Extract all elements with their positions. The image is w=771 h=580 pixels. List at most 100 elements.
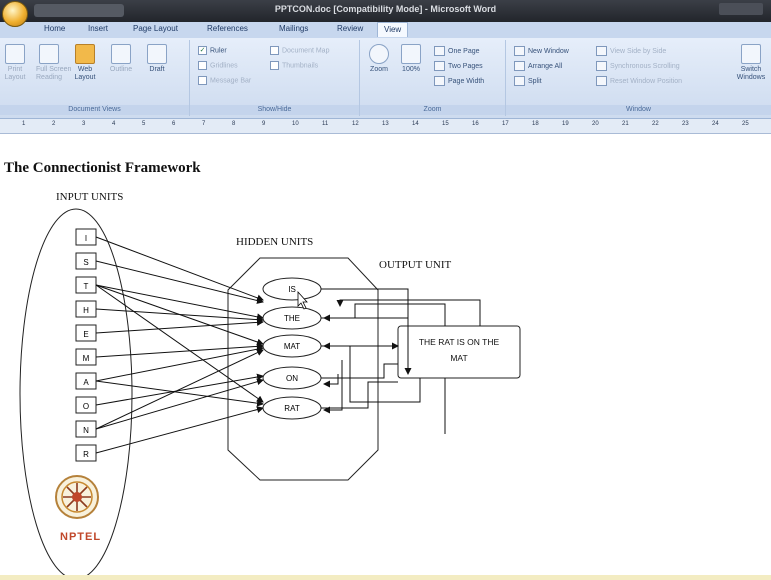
ruler-number: 17: [502, 121, 509, 127]
ruler-number: 23: [682, 121, 689, 127]
arrange-all-label: Arrange All: [528, 62, 563, 70]
group-show-hide: ✓Ruler Gridlines Message Bar Document Ma…: [190, 40, 360, 116]
sync-scroll-icon: [596, 61, 607, 71]
tab-page-layout[interactable]: Page Layout: [133, 24, 178, 33]
document-map-checkbox[interactable]: Document Map: [270, 46, 329, 55]
input-unit-label: N: [83, 426, 89, 435]
connection-line: [321, 288, 412, 375]
arrange-all-button[interactable]: Arrange All: [514, 61, 562, 71]
ruler-number: 4: [112, 121, 116, 127]
zoom-100-label: 100%: [402, 66, 420, 73]
ruler-number: 3: [82, 121, 86, 127]
one-page-button[interactable]: One Page: [434, 46, 480, 56]
zoom-100-button[interactable]: 100%: [398, 44, 424, 74]
gridlines-checkbox[interactable]: Gridlines: [198, 61, 238, 70]
magnifier-icon: [369, 44, 389, 64]
connectionist-diagram: INPUT UNITS HIDDEN UNITS OUTPUT UNIT THE…: [19, 191, 521, 580]
tab-insert[interactable]: Insert: [88, 24, 109, 33]
ruler-number: 10: [292, 121, 299, 127]
tab-review[interactable]: Review: [337, 24, 364, 33]
draft-icon: [147, 44, 167, 64]
window-group-label: Window: [506, 105, 771, 115]
outline-label: Outline: [109, 66, 133, 73]
side-by-side-label: View Side by Side: [610, 47, 667, 55]
ruler-number: 24: [712, 121, 719, 127]
ruler-checkbox[interactable]: ✓Ruler: [198, 46, 227, 55]
gridlines-label: Gridlines: [210, 62, 238, 70]
connection-line: [95, 236, 264, 302]
connection-line: [323, 303, 446, 326]
tab-mailings[interactable]: Mailings: [279, 24, 309, 33]
sync-scroll-label: Synchronous Scrolling: [610, 62, 680, 70]
two-pages-button[interactable]: Two Pages: [434, 61, 483, 71]
two-pages-icon: [434, 61, 445, 71]
document-map-check-icon: [270, 46, 279, 55]
input-unit-label: E: [83, 330, 88, 339]
split-button[interactable]: Split: [514, 76, 542, 86]
two-pages-label: Two Pages: [448, 62, 483, 70]
web-layout-button[interactable]: Web Layout: [72, 44, 98, 82]
outline-button[interactable]: Outline: [108, 44, 134, 74]
tab-references[interactable]: References: [207, 24, 248, 33]
nptel-logo-text: NPTEL: [60, 531, 102, 543]
ruler-number: 9: [262, 121, 266, 127]
zoom-button[interactable]: Zoom: [366, 44, 392, 74]
print-layout-icon: [5, 44, 25, 64]
group-document-views: Print Layout Full Screen Reading Web Lay…: [0, 40, 190, 116]
ruler-number: 16: [472, 121, 479, 127]
ruler-number: 20: [592, 121, 599, 127]
hidden-unit-label: MAT: [284, 342, 300, 351]
draft-button[interactable]: Draft: [144, 44, 170, 74]
outline-icon: [111, 44, 131, 64]
thumbnails-check-icon: [270, 61, 279, 70]
connection-line: [95, 284, 264, 321]
hidden-units-label: HIDDEN UNITS: [236, 236, 313, 248]
switch-windows-button[interactable]: Switch Windows: [734, 44, 768, 82]
quick-access-toolbar[interactable]: [34, 4, 124, 17]
zoom-group-label: Zoom: [360, 105, 505, 115]
output-unit-text-line2: MAT: [450, 353, 467, 363]
new-window-button[interactable]: New Window: [514, 46, 569, 56]
connection-line: [95, 342, 264, 358]
zoom-label: Zoom: [370, 66, 388, 73]
connection-line: [95, 345, 264, 382]
page-title: The Connectionist Framework: [4, 160, 201, 176]
switch-windows-label: Switch Windows: [736, 66, 766, 81]
tab-view[interactable]: View: [377, 22, 409, 37]
hidden-unit-label: ON: [286, 374, 298, 383]
thumbnails-checkbox[interactable]: Thumbnails: [270, 61, 318, 70]
ruler-number: 18: [532, 121, 539, 127]
connection-line: [95, 308, 264, 324]
arrange-all-icon: [514, 61, 525, 71]
switch-windows-icon: [741, 44, 761, 64]
full-screen-reading-button[interactable]: Full Screen Reading: [36, 44, 71, 82]
page-width-button[interactable]: Page Width: [434, 76, 484, 86]
print-layout-label: Print Layout: [4, 66, 26, 81]
ruler-number: 13: [382, 121, 389, 127]
tab-home[interactable]: Home: [44, 24, 66, 33]
view-side-by-side-button[interactable]: View Side by Side: [596, 46, 666, 56]
connection-line: [321, 381, 398, 409]
input-unit-label: R: [83, 450, 89, 459]
synchronous-scrolling-button[interactable]: Synchronous Scrolling: [596, 61, 680, 71]
print-layout-button[interactable]: Print Layout: [2, 44, 28, 82]
ruler-number: 1: [22, 121, 26, 127]
ruler-number: 7: [202, 121, 206, 127]
hidden-unit-label: RAT: [284, 404, 300, 413]
input-unit-label: H: [83, 306, 89, 315]
connection-line: [95, 260, 264, 304]
ruler-number: 6: [172, 121, 176, 127]
message-bar-checkbox[interactable]: Message Bar: [198, 76, 251, 85]
reset-window-position-button[interactable]: Reset Window Position: [596, 76, 682, 86]
reset-position-icon: [596, 76, 607, 86]
office-button[interactable]: [2, 1, 28, 27]
input-units-label: INPUT UNITS: [56, 191, 123, 203]
hidden-unit-label: THE: [284, 314, 300, 323]
connection-line: [95, 349, 264, 430]
message-bar-check-icon: [198, 76, 207, 85]
mouse-cursor-icon: [297, 290, 308, 310]
input-unit-label: I: [85, 234, 87, 243]
split-label: Split: [528, 77, 542, 85]
window-controls[interactable]: [719, 3, 763, 15]
